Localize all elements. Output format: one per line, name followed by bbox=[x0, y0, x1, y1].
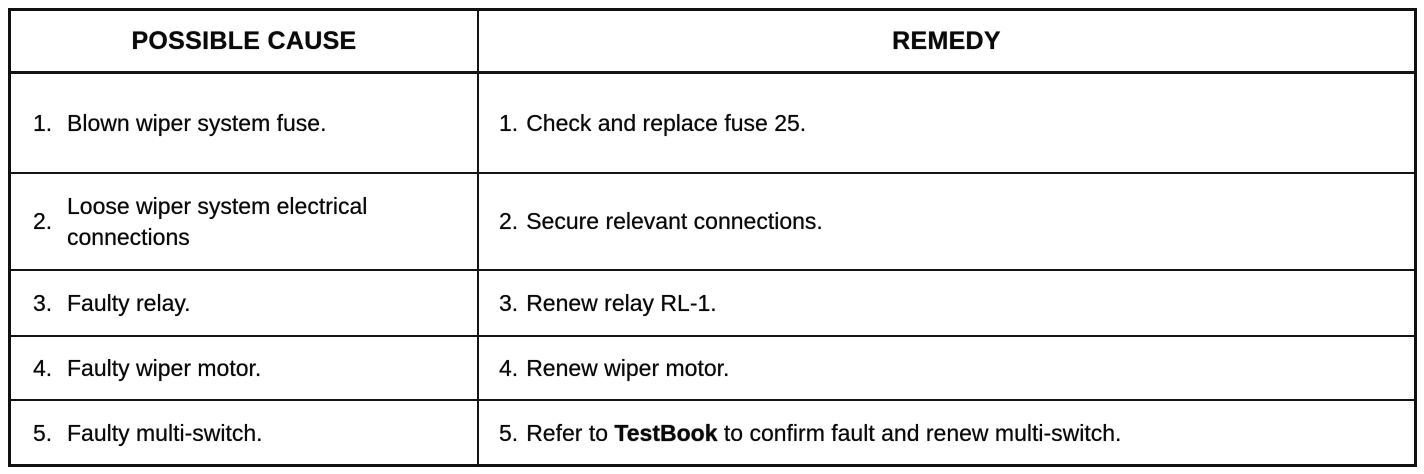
remedy-cell: 2. Secure relevant connections. bbox=[479, 174, 1414, 269]
remedy-cell: 5. Refer to TestBook to confirm fault an… bbox=[479, 401, 1414, 465]
cause-text: Blown wiper system fuse. bbox=[67, 109, 327, 136]
remedy-text: Renew wiper motor. bbox=[526, 354, 730, 381]
column-header-remedy: REMEDY bbox=[892, 26, 1001, 55]
remedy-text: Refer to TestBook to confirm fault and r… bbox=[526, 418, 1121, 448]
remedy-text: Renew relay RL-1. bbox=[526, 289, 717, 316]
cause-number: 5. bbox=[33, 419, 53, 446]
remedy-text: Check and replace fuse 25. bbox=[526, 109, 807, 136]
cause-cell: 2. Loose wiper system electrical connect… bbox=[11, 174, 479, 269]
table-row: 3. Faulty relay. 3. Renew relay RL-1. bbox=[11, 269, 1414, 335]
remedy-number: 2. bbox=[499, 208, 519, 234]
table-row: 5. Faulty multi-switch. 5. Refer to Test… bbox=[11, 399, 1414, 465]
cause-number: 2. bbox=[33, 208, 53, 234]
cause-cell: 1. Blown wiper system fuse. bbox=[11, 74, 479, 172]
remedy-cell: 3. Renew relay RL-1. bbox=[479, 271, 1414, 335]
table-row: 2. Loose wiper system electrical connect… bbox=[11, 172, 1414, 269]
remedy-number: 5. bbox=[499, 419, 519, 446]
remedy-number: 4. bbox=[499, 354, 519, 381]
table-row: 1. Blown wiper system fuse. 1. Check and… bbox=[11, 71, 1414, 172]
remedy-number: 1. bbox=[499, 109, 519, 136]
cause-text: Loose wiper system electrical connection… bbox=[67, 193, 368, 250]
column-header-possible-cause: POSSIBLE CAUSE bbox=[11, 11, 479, 71]
cause-number: 4. bbox=[33, 354, 53, 381]
remedy-text-post: to confirm fault and renew multi-switch. bbox=[717, 419, 1122, 446]
table-header-row: POSSIBLE CAUSE REMEDY bbox=[11, 11, 1414, 71]
cause-text: Faulty relay. bbox=[67, 289, 191, 316]
remedy-text-pre: Refer to bbox=[526, 419, 615, 446]
remedy-text-bold: TestBook bbox=[614, 419, 718, 446]
cause-cell: 3. Faulty relay. bbox=[11, 271, 479, 335]
cause-number: 1. bbox=[33, 109, 53, 136]
troubleshooting-table: POSSIBLE CAUSE REMEDY 1. Blown wiper sys… bbox=[8, 8, 1417, 467]
remedy-cell: 1. Check and replace fuse 25. bbox=[479, 74, 1414, 172]
remedy-cell: 4. Renew wiper motor. bbox=[479, 337, 1414, 399]
cause-text: Faulty wiper motor. bbox=[67, 354, 262, 381]
remedy-text: Secure relevant connections. bbox=[526, 208, 823, 235]
cause-number: 3. bbox=[33, 289, 53, 316]
remedy-number: 3. bbox=[499, 289, 519, 316]
cause-cell: 5. Faulty multi-switch. bbox=[11, 401, 479, 465]
cause-cell: 4. Faulty wiper motor. bbox=[11, 337, 479, 399]
table-row: 4. Faulty wiper motor. 4. Renew wiper mo… bbox=[11, 335, 1414, 399]
cause-text: Faulty multi-switch. bbox=[67, 419, 263, 446]
